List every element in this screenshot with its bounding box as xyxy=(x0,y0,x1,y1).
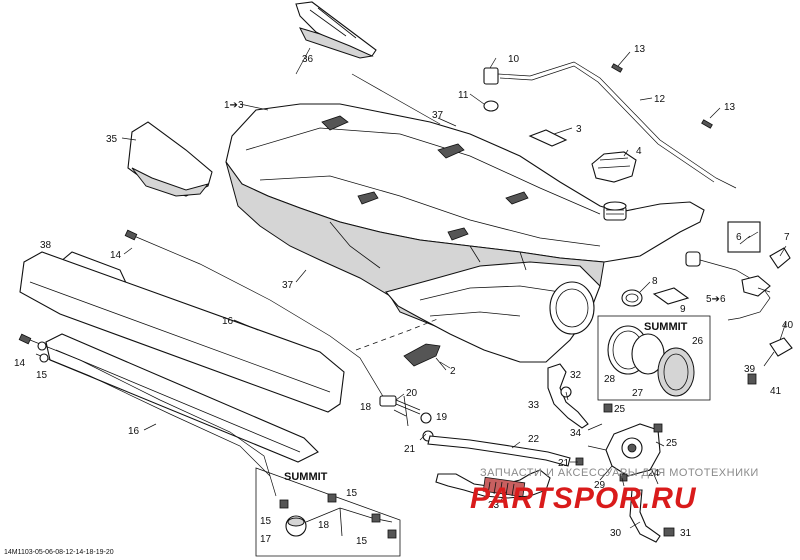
callout-39: 39 xyxy=(744,364,756,375)
reference-code: 14M1103-05-06-08-12-14-18-19-20 xyxy=(4,549,114,556)
part-36-heat-shield xyxy=(295,1,377,59)
callout-5-to-6: 5➔6 xyxy=(706,294,726,305)
callout-14-upper: 14 xyxy=(110,250,122,261)
callout-leaders xyxy=(121,47,787,529)
callout-1-to-3: 1➔3 xyxy=(224,100,244,111)
callout-22: 22 xyxy=(528,434,540,445)
callout-31: 31 xyxy=(680,528,692,539)
callout-16-upper: 16 xyxy=(222,316,234,327)
callout-13-upper: 13 xyxy=(634,44,646,55)
callout-18-summit: 18 xyxy=(318,520,330,531)
callout-32: 32 xyxy=(570,370,582,381)
part-35-side-panel xyxy=(127,121,213,197)
callout-41: 41 xyxy=(770,386,782,397)
callout-27: 27 xyxy=(632,388,644,399)
part-4-fuel-cap xyxy=(591,151,637,183)
fuel-tank xyxy=(225,103,705,363)
callout-26: 26 xyxy=(692,336,704,347)
callout-25-lower: 25 xyxy=(666,438,678,449)
seal-rings xyxy=(621,287,690,307)
callout-15-left: 15 xyxy=(36,370,48,381)
callout-36: 36 xyxy=(302,54,314,65)
callout-25-upper: 25 xyxy=(614,404,626,415)
callout-30: 30 xyxy=(610,528,622,539)
callout-37-lower: 37 xyxy=(282,280,294,291)
summit-label-right: SUMMIT xyxy=(644,321,688,333)
part-2-bracket xyxy=(403,343,451,369)
callout-6: 6 xyxy=(736,232,742,243)
callout-38: 38 xyxy=(40,240,52,251)
summit-inset-box xyxy=(597,315,711,401)
part-16-panels xyxy=(19,251,345,463)
callout-7: 7 xyxy=(784,232,790,243)
callout-34: 34 xyxy=(570,428,582,439)
callout-21-right: 21 xyxy=(558,458,570,469)
callout-13-lower: 13 xyxy=(724,102,736,113)
callout-18: 18 xyxy=(360,402,372,413)
hose-23-protector xyxy=(482,476,526,498)
callout-28: 28 xyxy=(604,374,616,385)
callout-4: 4 xyxy=(636,146,642,157)
callout-20: 20 xyxy=(406,388,418,399)
callout-37-top: 37 xyxy=(432,110,444,121)
callout-15-summit-left: 15 xyxy=(260,516,272,527)
callout-8: 8 xyxy=(652,276,658,287)
callout-19: 19 xyxy=(436,412,448,423)
cable-assemblies xyxy=(18,229,385,497)
callout-10: 10 xyxy=(508,54,520,65)
callout-17: 17 xyxy=(260,534,272,545)
callout-33: 33 xyxy=(528,400,540,411)
callout-29: 29 xyxy=(594,480,606,491)
callout-35: 35 xyxy=(106,134,118,145)
callout-40: 40 xyxy=(782,320,794,331)
callout-11: 11 xyxy=(458,90,469,101)
hose-30 xyxy=(629,489,675,543)
callout-21-left: 21 xyxy=(404,444,416,455)
callout-labels: 36 1➔3 35 37 10 11 13 12 13 3 4 38 14 37… xyxy=(14,44,794,547)
vent-assembly xyxy=(483,61,737,189)
callout-3: 3 xyxy=(576,124,582,135)
watermark-brand: PARTSPOR.RU xyxy=(470,482,697,515)
callout-2: 2 xyxy=(450,366,456,377)
callout-16-lower: 16 xyxy=(128,426,140,437)
callout-24: 24 xyxy=(648,468,660,479)
hose-33 xyxy=(547,363,589,429)
callout-23: 23 xyxy=(488,500,500,511)
callout-14-lower: 14 xyxy=(14,358,26,369)
pickup-fittings xyxy=(379,395,434,442)
fuel-level-sender xyxy=(685,221,793,385)
callout-15-summit-top: 15 xyxy=(346,488,358,499)
callout-12: 12 xyxy=(654,94,666,105)
callout-15-summit-right: 15 xyxy=(356,536,368,547)
fuel-lines xyxy=(427,435,571,499)
watermark-tagline: ЗАПЧАСТИ И АКСЕССУАРЫ ДЛЯ МОТОТЕХНИКИ xyxy=(480,467,759,479)
summit-lower-box xyxy=(255,467,401,557)
summit-label-left: SUMMIT xyxy=(284,471,328,483)
fuel-pump-regulator xyxy=(575,403,663,485)
callout-9: 9 xyxy=(680,304,686,315)
part-3-pad xyxy=(528,129,568,147)
